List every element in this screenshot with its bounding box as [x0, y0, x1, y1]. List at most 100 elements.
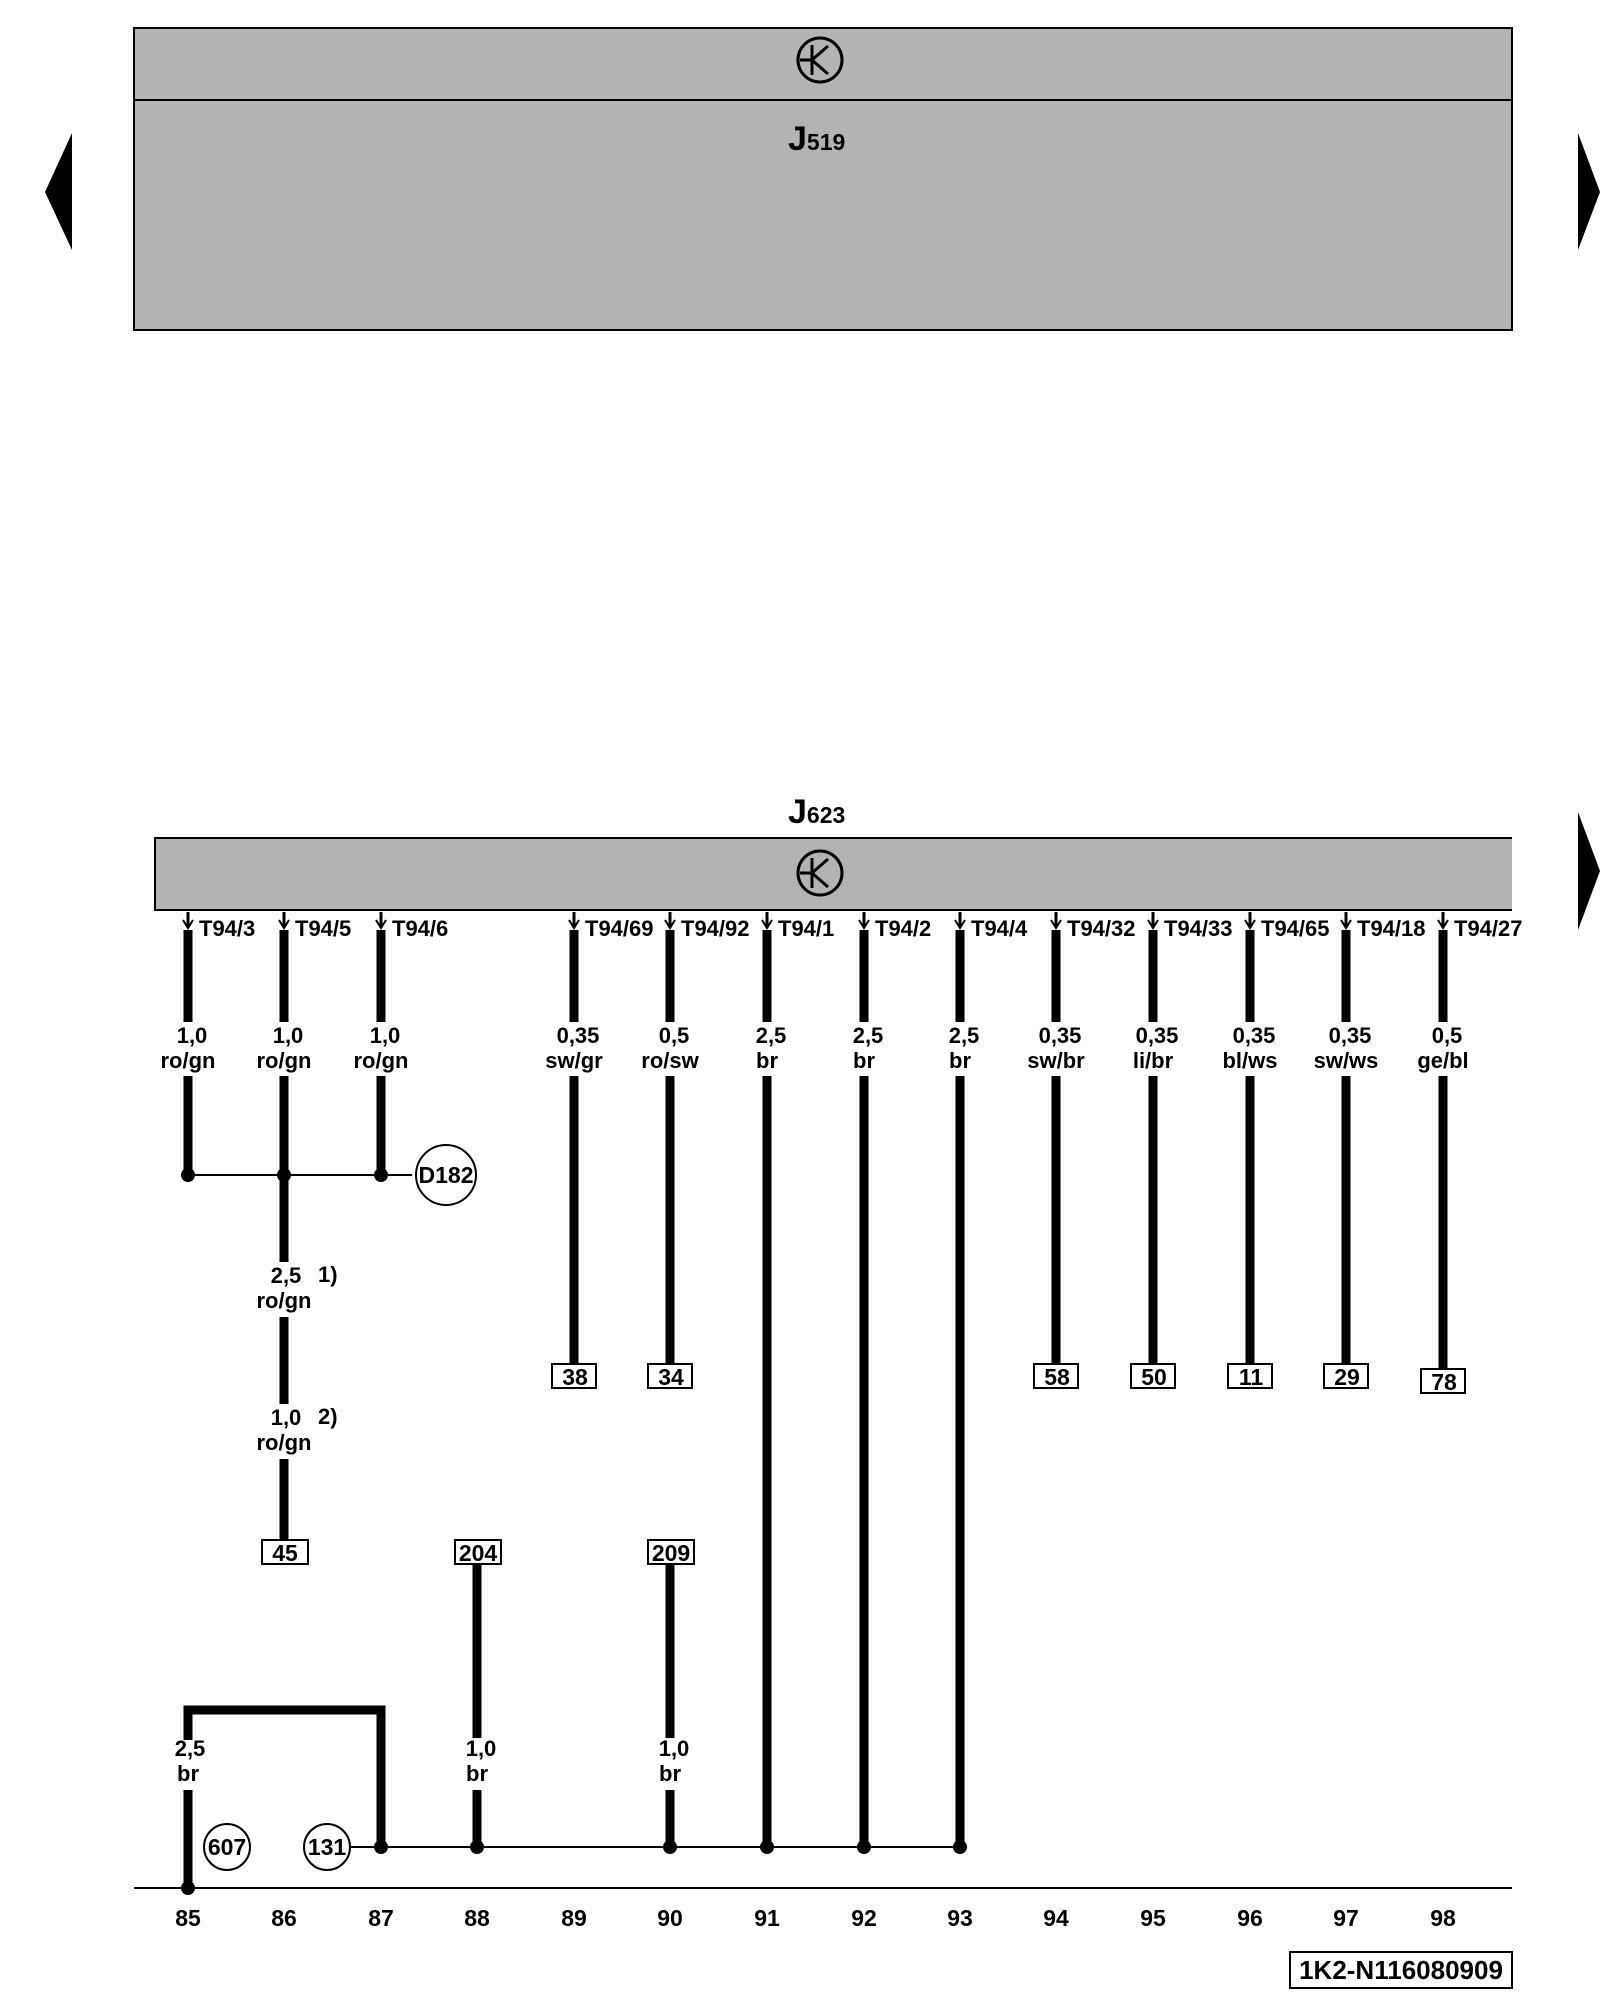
splice-dot — [181, 1168, 195, 1182]
splice-dot — [470, 1840, 484, 1854]
ref-box-11: 11 — [1227, 1363, 1273, 1390]
ref-box-209: 209 — [647, 1539, 695, 1566]
ref-box-78: 78 — [1420, 1368, 1466, 1395]
wire-color-label: li/br — [1133, 1048, 1174, 1073]
svg-text:11: 11 — [1239, 1364, 1264, 1390]
pin-label: T94/69 — [585, 916, 654, 941]
wire-color-label: ge/bl — [1417, 1048, 1468, 1073]
svg-text:204: 204 — [459, 1540, 498, 1566]
ref-box-204: 204 — [454, 1539, 502, 1566]
wire-size-label: 2,5 — [271, 1263, 302, 1288]
pin-93: T94/4 2,5br — [949, 912, 1028, 1847]
nav-right-arrow-icon[interactable] — [1578, 133, 1600, 250]
pin-86: T94/51,0ro/gn — [257, 912, 351, 1175]
nav-right-arrow-lower-icon[interactable] — [1578, 812, 1600, 930]
column-number: 95 — [1140, 1905, 1166, 1931]
wire-size-label: 1,0 — [466, 1736, 497, 1761]
pin-label: T94/33 — [1164, 916, 1233, 941]
wire-size-label: 1,0 — [271, 1405, 302, 1430]
splice-dot — [374, 1840, 388, 1854]
pin-label: T94/32 — [1067, 916, 1136, 941]
splice-dot — [663, 1840, 677, 1854]
column-number: 92 — [851, 1905, 877, 1931]
column-number: 94 — [1043, 1905, 1069, 1931]
wire-color-label: ro/gn — [354, 1048, 409, 1073]
wire-size-label: 0,35 — [1136, 1023, 1179, 1048]
component-j623 — [154, 837, 1512, 911]
pin-92: T94/22,5br — [853, 912, 931, 1847]
wire-note-label: 1) — [318, 1262, 338, 1287]
pin-91: T94/1 2,5br — [756, 912, 834, 1847]
wire-color-label: br — [756, 1048, 778, 1073]
component-j623-label: J623 — [788, 793, 845, 831]
wire-size-label: 1,0 — [273, 1023, 304, 1048]
wire-size-label: 2,5 — [949, 1023, 980, 1048]
ref-box-34: 34 — [647, 1363, 693, 1390]
wire-color-label: bl/ws — [1222, 1048, 1277, 1073]
column-number: 97 — [1333, 1905, 1359, 1931]
pin-label: T94/65 — [1261, 916, 1330, 941]
ref-box-50: 50 — [1130, 1363, 1176, 1390]
column-number: 98 — [1430, 1905, 1456, 1931]
svg-text:50: 50 — [1141, 1364, 1167, 1390]
wire-color-label: sw/br — [1027, 1048, 1085, 1073]
wire-size-label: 1,0 — [370, 1023, 401, 1048]
splice-dot — [181, 1881, 195, 1895]
wire-color-label: br — [949, 1048, 971, 1073]
wire-note-label: 2) — [318, 1404, 338, 1429]
column-number: 91 — [754, 1905, 780, 1931]
splice-dot — [953, 1840, 967, 1854]
wire-color-label: ro/gn — [161, 1048, 216, 1073]
pin-label: T94/6 — [392, 916, 448, 941]
pin-85: T94/31,0ro/gn — [161, 912, 255, 1175]
svg-text:45: 45 — [272, 1540, 298, 1566]
wire-size-label: 2,5 — [175, 1736, 206, 1761]
pin-label: T94/3 — [199, 916, 255, 941]
wire-color-label: ro/sw — [641, 1048, 699, 1073]
ground-131: 131 — [303, 1823, 351, 1871]
connector-d182: D182 — [415, 1144, 477, 1206]
ground-607: 607 — [203, 1823, 251, 1871]
connector-d182-label: D182 — [419, 1162, 474, 1188]
splice-dot — [857, 1840, 871, 1854]
svg-text:29: 29 — [1334, 1364, 1360, 1390]
wire-size-label: 1,0 — [659, 1736, 690, 1761]
svg-text:38: 38 — [562, 1364, 588, 1390]
splice-dot — [374, 1168, 388, 1182]
pin-label: T94/27 — [1454, 916, 1523, 941]
wire-size-label: 0,5 — [1432, 1023, 1463, 1048]
ref-box-58: 58 — [1033, 1363, 1079, 1390]
svg-text:131: 131 — [308, 1834, 347, 1860]
svg-text:209: 209 — [652, 1540, 690, 1566]
ref-box-38: 38 — [551, 1363, 597, 1390]
transistor-icon — [796, 849, 844, 897]
pin-label: T94/92 — [681, 916, 750, 941]
wire-size-label: 0,35 — [1233, 1023, 1276, 1048]
svg-text:34: 34 — [658, 1364, 684, 1390]
nav-left-arrow-icon[interactable] — [45, 133, 72, 250]
document-id: 1K2-N116080909 — [1289, 1951, 1513, 1989]
ref-box-29: 29 — [1323, 1363, 1369, 1390]
svg-text:607: 607 — [208, 1834, 246, 1860]
pin-label: T94/4 — [971, 916, 1028, 941]
pin-label: T94/5 — [295, 916, 351, 941]
wire-size-label: 2,5 — [756, 1023, 787, 1048]
wire-color-label: br — [466, 1761, 488, 1786]
column-number: 85 — [175, 1905, 201, 1931]
wire-color-label: br — [177, 1761, 199, 1786]
column-number: 86 — [271, 1905, 297, 1931]
ref-box-45: 45 — [261, 1539, 309, 1566]
wire-size-label: 2,5 — [853, 1023, 884, 1048]
wire-size-label: 0,35 — [1329, 1023, 1372, 1048]
column-number: 93 — [947, 1905, 973, 1931]
svg-text:78: 78 — [1431, 1369, 1457, 1395]
pin-label: T94/1 — [778, 916, 834, 941]
